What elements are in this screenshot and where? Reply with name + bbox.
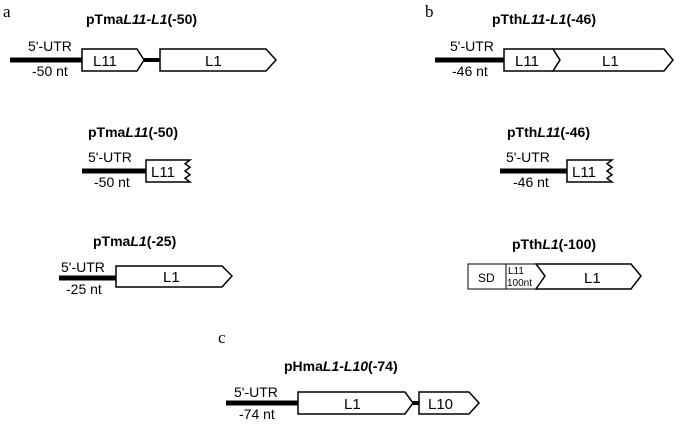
- gene-fragment-l11: [566, 159, 615, 183]
- gene-fragment-label: L11: [151, 164, 175, 181]
- construct-tth-l1: pTthL1(-100) SD L11 100nt L1: [467, 236, 642, 290]
- utr-label: 5'-UTR: [61, 259, 105, 275]
- panel-label-b: b: [425, 2, 434, 21]
- utr-label: 5'-UTR: [28, 38, 72, 54]
- construct-title: pTmaL1(-25): [93, 233, 176, 249]
- fragment-label-gene: L11: [508, 266, 524, 277]
- gene-arrow-label: L11: [93, 53, 117, 70]
- gene-arrow-l1: [115, 265, 234, 288]
- construct-title: pTthL11(-46): [507, 124, 590, 140]
- utr-length-label: -50 nt: [32, 63, 68, 79]
- utr-label: 5'-UTR: [88, 149, 132, 165]
- gene-arrow-l1: [534, 263, 642, 290]
- construct-title: pTthL1(-100): [512, 236, 596, 252]
- gene-arrow-label: L1: [344, 396, 361, 413]
- utr-length-label: -46 nt: [513, 174, 549, 190]
- construct-title: pTmaL11-L1(-50): [86, 11, 197, 27]
- fragment-label-length: 100nt: [507, 278, 532, 289]
- construct-title: pTthL11-L1(-46): [492, 11, 596, 27]
- construct-tth-l11: pTthL11(-46) 5'-UTR -46 nt L11: [500, 124, 615, 190]
- gene-fragment-l11: [145, 159, 193, 183]
- gene-arrow-l1: [297, 391, 414, 415]
- gene-arrow-label: L11: [515, 53, 539, 70]
- construct-hma-l1-l10: pHmaL1-L10(-74) 5'-UTR -74 nt L1 L10: [226, 358, 481, 422]
- gene-fragment-label: L11: [572, 164, 596, 181]
- sd-box: [467, 263, 507, 290]
- utr-label: 5'-UTR: [506, 149, 550, 165]
- gene-arrow-l1: [159, 48, 278, 72]
- construct-tma-l1: pTmaL1(-25) 5'-UTR -25 nt L1: [59, 233, 234, 297]
- construct-tth-l11-l1: pTthL11-L1(-46) 5'-UTR -46 nt L11 L1: [435, 11, 674, 79]
- construct-title: pHmaL1-L10(-74): [284, 358, 398, 374]
- gene-arrow-label: L1: [163, 269, 180, 286]
- gene-arrow-label: L1: [205, 53, 222, 70]
- sd-label: SD: [478, 271, 495, 285]
- construct-tma-l11: pTmaL11(-50) 5'-UTR -50 nt L11: [82, 124, 193, 190]
- gene-arrow-l10: [418, 391, 481, 415]
- gene-arrow-label: L1: [584, 270, 601, 287]
- utr-label: 5'-UTR: [450, 38, 494, 54]
- utr-length-label: -25 nt: [66, 281, 102, 297]
- gene-arrow-l11: [81, 48, 145, 72]
- gene-arrow-l1: [551, 48, 674, 72]
- utr-length-label: -46 nt: [452, 63, 488, 79]
- utr-length-label: -74 nt: [239, 406, 275, 421]
- construct-tma-l11-l1: pTmaL11-L1(-50) 5'-UTR -50 nt L11 L1: [10, 11, 278, 79]
- construct-title: pTmaL11(-50): [88, 124, 178, 140]
- gene-arrow-label: L1: [602, 53, 619, 70]
- utr-label: 5'-UTR: [234, 384, 278, 400]
- gene-arrow-label: L10: [428, 396, 453, 413]
- panel-label-a: a: [3, 2, 11, 21]
- utr-length-label: -50 nt: [94, 174, 130, 190]
- panel-label-c: c: [218, 328, 226, 347]
